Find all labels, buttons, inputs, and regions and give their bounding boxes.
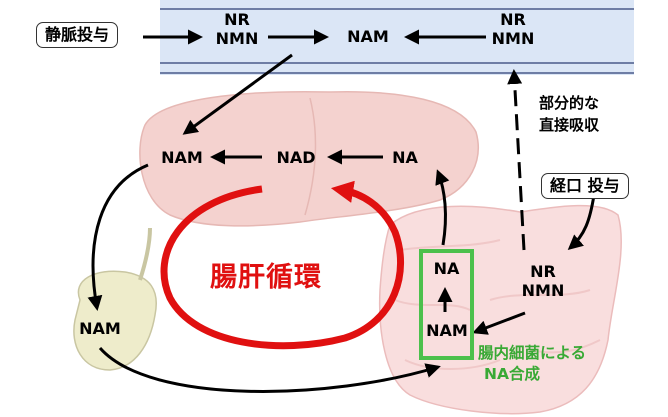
intestine-na: NA xyxy=(433,259,460,278)
gallbladder-nam: NAM xyxy=(79,319,121,338)
intestine-shape xyxy=(378,204,622,415)
arrow-na-to-liver xyxy=(435,169,450,246)
oral-administration-box: 経口 投与 xyxy=(541,173,629,199)
intestine-nr-nmn: NR NMN xyxy=(521,262,565,300)
blood-nr-nmn-left: NR NMN xyxy=(215,10,259,48)
arrow-blood-to-liver xyxy=(182,53,293,135)
liver-nad: NAD xyxy=(276,148,316,167)
arrow-liver-to-gallbladder xyxy=(87,163,149,311)
oral-administration-label: 経口 投与 xyxy=(550,176,620,195)
iv-administration-label: 静脈投与 xyxy=(45,25,110,44)
blood-nam: NAM xyxy=(347,27,389,46)
enterohepatic-cycle-label: 腸肝循環 xyxy=(210,262,322,293)
bacteria-synthesis-label: 腸内細菌による NA合成 xyxy=(478,344,587,383)
arrow-oral-to-intestine xyxy=(567,194,596,250)
flow-arrows xyxy=(87,29,596,393)
iv-administration-box: 静脈投与 xyxy=(36,22,119,48)
enterohepatic-cycle-arrow xyxy=(160,180,405,350)
liver-na: NA xyxy=(392,148,418,167)
gallbladder-shape xyxy=(73,227,157,371)
blood-nr-nmn-right: NR NMN xyxy=(491,10,535,48)
arrow-direct-absorption xyxy=(507,69,526,251)
arrow-nmn-to-nam xyxy=(472,311,526,335)
blood-vessel-band xyxy=(160,0,634,75)
bacteria-synthesis-box xyxy=(419,249,474,360)
arrow-gallbladder-to-intestine xyxy=(98,347,441,393)
direct-absorption-label: 部分的な 直接吸収 xyxy=(538,94,599,134)
liver-nam: NAM xyxy=(161,148,203,167)
intestine-nam: NAM xyxy=(426,321,468,340)
